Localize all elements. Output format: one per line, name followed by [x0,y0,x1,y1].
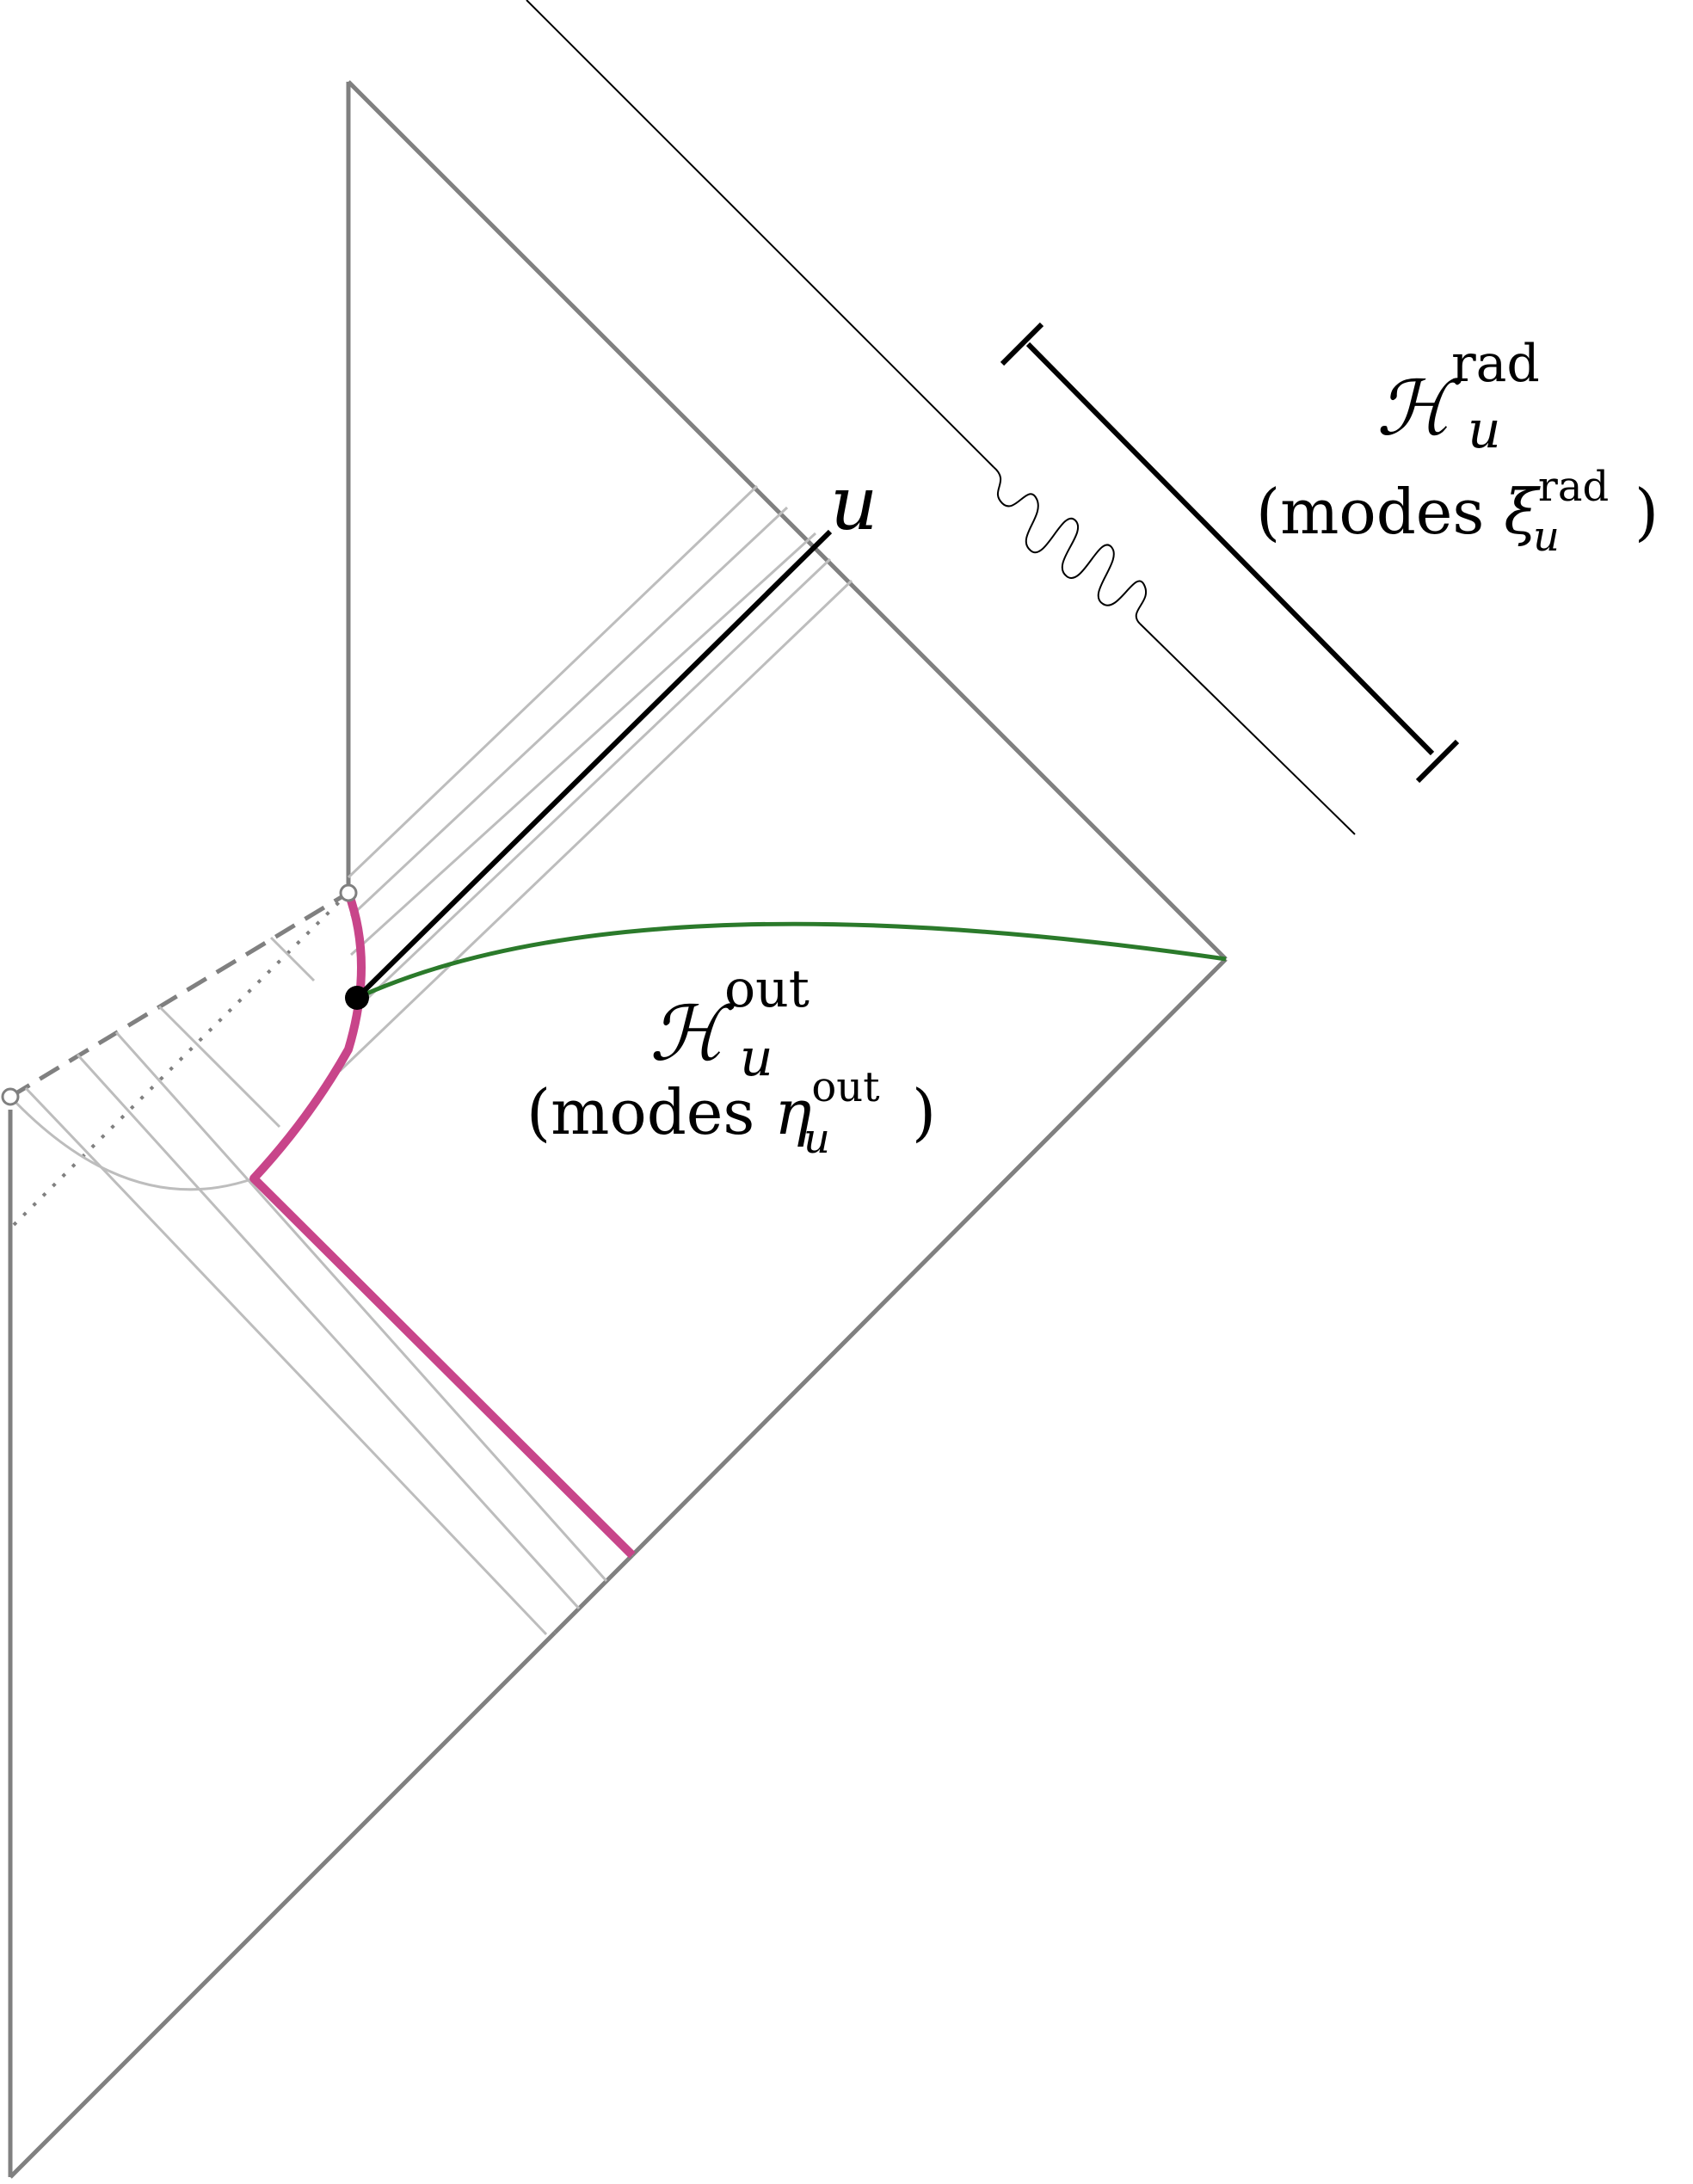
green-cauchy-slice [355,921,1227,1000]
lower-past-null-infinity [9,1631,557,2179]
light-ray [76,1053,581,1610]
light-ray [157,1005,281,1129]
h-rad-modes-close: ) [1635,476,1659,548]
xi-symbol: ξ [1504,476,1541,548]
light-ray [338,579,853,1073]
h-rad-symbol: ℋ [1376,364,1462,452]
light-ray [349,532,817,957]
u-null-ray [354,529,833,1000]
future-null-infinity [347,80,1228,961]
lower-future-boundary-link [553,1553,634,1634]
magenta-worldline [249,891,636,1559]
eta-subscript: u [803,1115,830,1163]
h-rad-modes-open: (modes [1256,476,1504,548]
radiation-bracket [1000,322,1460,784]
upper-light-rays [338,484,853,1073]
h-out-modes-label: (modes ηout [526,1063,880,1148]
light-ray [24,1086,548,1636]
bracket-top-cap [1000,322,1044,366]
singularity-lines [9,890,350,1230]
light-ray [269,936,316,982]
h-rad-modes-label: (modes ξrad [1256,463,1609,548]
eta-symbol: η [774,1076,811,1148]
lower-light-rays [9,936,608,1636]
upper-region-boundary [346,80,1228,1557]
lower-hollow-circle-icon [1,1087,20,1106]
h-out-modes-open: (modes [526,1076,774,1148]
h-rad-subscript: u [1468,400,1501,460]
event-point-icon [345,986,369,1010]
lower-region-boundary [8,1110,634,2179]
light-ray [347,484,759,879]
radiation-null-line [526,0,1356,835]
inner-dotted-line [9,891,350,1230]
xi-superscript: rad [1538,463,1609,511]
h-out-modes-close: ) [912,1076,936,1148]
h-out-superscript: out [724,959,810,1019]
bracket-bottom-cap [1415,739,1460,784]
bracket-main-line [1025,341,1435,756]
u-label: u [830,461,877,547]
inner-horizon-arc [9,1095,255,1191]
xi-subscript: u [1533,513,1560,561]
past-null-infinity [631,957,1228,1557]
h-out-label: ℋout [649,959,810,1078]
eta-superscript: out [811,1063,879,1111]
h-rad-superscript: rad [1451,334,1540,394]
light-ray [353,557,832,1012]
outer-null-line-bottom [1139,623,1356,835]
light-ray [349,506,789,918]
h-out-symbol: ℋ [649,989,735,1078]
light-ray [114,1031,608,1582]
outer-null-line-top [526,0,994,468]
upper-hollow-circle-icon [339,883,358,902]
singularity-dashed-line [9,890,350,1099]
radiation-wavy-line-icon [993,466,1147,624]
h-out-subscript: u [740,1028,773,1088]
h-rad-label: ℋrad [1376,334,1540,452]
